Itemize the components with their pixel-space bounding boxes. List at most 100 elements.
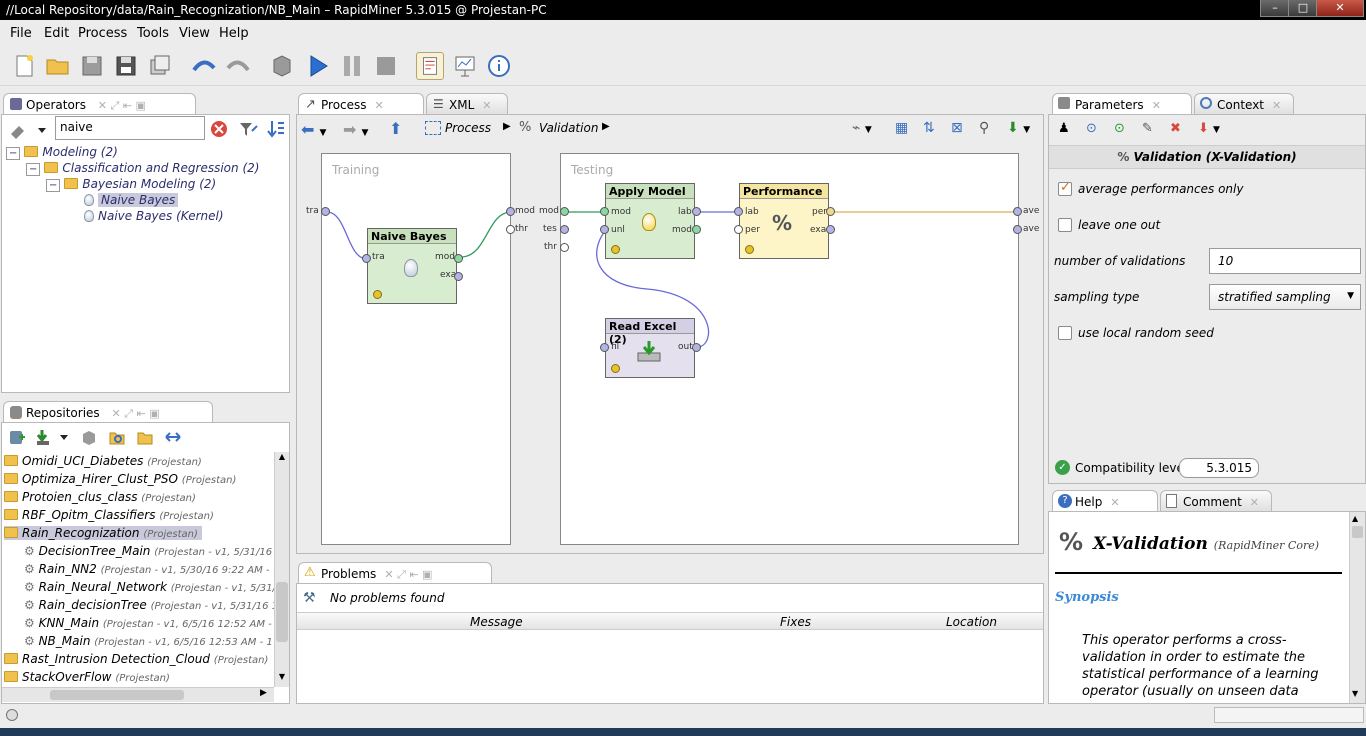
pause-icon[interactable]	[338, 52, 366, 80]
average-output-port[interactable]	[1013, 207, 1022, 216]
number-of-validations-input[interactable]: 10	[1209, 248, 1361, 274]
tab-repositories[interactable]: Repositories ✕ ⤢ ⇤ ▣	[3, 401, 213, 423]
close-icon[interactable]: ✕ ⤢ ⇤ ▣	[111, 407, 160, 420]
rename-icon[interactable]: ✎	[1142, 121, 1153, 136]
tab-parameters[interactable]: Parameters✕	[1052, 93, 1192, 115]
close-icon[interactable]: ✕	[374, 99, 384, 112]
redo-icon[interactable]	[224, 52, 252, 80]
scroll-thumb[interactable]	[1352, 526, 1363, 538]
sort-icon[interactable]	[266, 119, 286, 139]
breadcrumb-arrow-icon[interactable]: ▶	[602, 121, 610, 132]
save-icon[interactable]	[78, 52, 106, 80]
operator-apply-model[interactable]: Apply Model mod unl lab mod	[605, 183, 695, 259]
menu-file[interactable]: File	[10, 26, 32, 41]
tree-item-classification[interactable]: −Classification and Regression (2)	[26, 161, 259, 176]
repo-item[interactable]: Optimiza_Hirer_Clust_PSO (Projestan)	[4, 472, 236, 486]
training-model-port[interactable]	[506, 207, 515, 216]
scroll-up-icon[interactable]: ▲	[1352, 514, 1359, 523]
up-icon[interactable]: ⬆	[389, 119, 403, 138]
apply-lab-port[interactable]	[692, 207, 701, 216]
quick-fix-icon[interactable]: ⚒	[303, 590, 316, 606]
close-icon[interactable]: ✕	[1272, 99, 1282, 112]
tree-item-naive-bayes-kernel[interactable]: Naive Bayes (Kernel)	[84, 209, 224, 223]
repo-process-item[interactable]: ⚙ Rain_Neural_Network (Projestan - v1, 5…	[24, 580, 274, 594]
save-as-icon[interactable]	[112, 52, 140, 80]
average-performances-checkbox[interactable]: ✓	[1058, 180, 1072, 196]
tab-problems[interactable]: ⚠ Problems✕ ⤢ ⇤ ▣	[298, 562, 492, 584]
training-subprocess[interactable]: Training	[321, 153, 511, 545]
column-fixes[interactable]: Fixes	[780, 615, 811, 629]
tab-comment[interactable]: Comment✕	[1160, 490, 1272, 512]
link-editor-icon[interactable]	[164, 428, 182, 446]
scroll-thumb[interactable]	[50, 690, 184, 700]
store-icon[interactable]	[80, 428, 98, 446]
clear-search-icon[interactable]	[210, 120, 228, 138]
menu-edit[interactable]: Edit	[44, 26, 70, 41]
close-icon[interactable]: ✕	[1151, 99, 1161, 112]
leave-one-out-checkbox[interactable]	[1058, 218, 1072, 232]
help-scrollbar[interactable]: ▲ ▼	[1349, 512, 1365, 703]
fit-icon[interactable]: ⊠	[951, 120, 963, 136]
scroll-right-icon[interactable]: ▶	[260, 688, 267, 698]
operator-naive-bayes[interactable]: Naive Bayes tra mod exa	[367, 228, 457, 304]
repo-process-item[interactable]: ⚙ Rain_decisionTree (Projestan - v1, 5/3…	[24, 598, 274, 612]
nb-mod-port[interactable]	[454, 254, 463, 263]
add-breakpoint-icon[interactable]: ⬇ ▼	[1007, 120, 1031, 136]
grid-icon[interactable]: ▦	[895, 120, 909, 136]
nb-exa-port[interactable]	[454, 272, 463, 281]
close-button[interactable]: ✕	[1316, 0, 1364, 17]
process-icon[interactable]	[268, 52, 296, 80]
forward-icon[interactable]: ➡ ▼	[343, 120, 369, 139]
expert-mode-icon[interactable]: ♟	[1058, 121, 1070, 136]
close-icon[interactable]: ✕ ⤢ ⇤ ▣	[97, 99, 146, 112]
tree-item-naive-bayes[interactable]: Naive Bayes	[84, 193, 179, 207]
operator-group-icon[interactable]	[8, 120, 48, 140]
new-process-icon[interactable]	[10, 52, 38, 80]
repo-item-selected[interactable]: Rain_Recognization (Projestan)	[4, 526, 202, 540]
welcome-info-icon[interactable]	[485, 52, 513, 80]
excel-fil-port[interactable]	[600, 343, 609, 352]
tab-context[interactable]: Context✕	[1194, 93, 1294, 115]
undo-icon[interactable]	[190, 52, 218, 80]
back-icon[interactable]: ⬅ ▼	[301, 120, 327, 139]
repo-process-item[interactable]: ⚙ DecisionTree_Main (Projestan - v1, 5/3…	[24, 544, 274, 558]
tab-process[interactable]: ↗ Process✕	[298, 93, 424, 115]
use-local-random-seed-checkbox[interactable]	[1058, 326, 1072, 340]
scroll-up-icon[interactable]: ▲	[278, 452, 286, 461]
vertical-scrollbar[interactable]: ▲ ▼	[274, 452, 289, 687]
training-input-port[interactable]	[321, 207, 330, 216]
perf-per-out-port[interactable]	[826, 207, 835, 216]
repo-item[interactable]: Omidi_UCI_Diabetes (Projestan)	[4, 454, 202, 468]
add-repository-icon[interactable]	[8, 428, 26, 446]
repo-item[interactable]: Protoien_clus_class (Projestan)	[4, 490, 196, 504]
run-icon[interactable]	[304, 52, 332, 80]
repo-process-item[interactable]: ⚙ NB_Main (Projestan - v1, 6/5/16 12:53 …	[24, 634, 273, 648]
tab-help[interactable]: ? Help✕	[1052, 490, 1158, 512]
close-icon[interactable]: ✕ ⤢ ⇤ ▣	[384, 568, 433, 581]
perf-per-in-port[interactable]	[734, 225, 743, 234]
link-icon[interactable]: ⚲	[979, 120, 990, 136]
testing-set-port[interactable]	[560, 225, 569, 234]
repo-item[interactable]: RBF_Opitm_Classifiers (Projestan)	[4, 508, 214, 522]
compatibility-spinner[interactable]: 5.3.015	[1179, 458, 1259, 478]
close-icon[interactable]: ✕	[482, 99, 492, 112]
repo-process-item[interactable]: ⚙ KNN_Main (Projestan - v1, 6/5/16 12:52…	[24, 616, 274, 630]
filter-icon[interactable]	[238, 119, 258, 139]
repo-item[interactable]: StackOverFlow (Projestan)	[4, 670, 170, 684]
breadcrumb-validation[interactable]: Validation	[539, 121, 599, 135]
menu-tools[interactable]: Tools	[137, 26, 170, 41]
breadcrumb-process[interactable]: Process	[445, 121, 491, 135]
new-folder-icon[interactable]	[136, 428, 154, 446]
testing-model-port[interactable]	[560, 207, 569, 216]
tab-xml[interactable]: ☰ XML✕	[426, 93, 508, 115]
scroll-down-icon[interactable]: ▼	[1352, 689, 1359, 698]
excel-out-port[interactable]	[692, 343, 701, 352]
menu-process[interactable]: Process	[78, 26, 128, 41]
training-threshold-port[interactable]	[506, 225, 515, 234]
design-perspective-icon[interactable]	[416, 52, 444, 80]
close-icon[interactable]: ✕	[1249, 496, 1260, 509]
apply-unl-port[interactable]	[600, 225, 609, 234]
auto-wire-icon[interactable]: ⌁ ▼	[852, 120, 872, 136]
column-message[interactable]: Message	[470, 615, 523, 629]
tab-operators[interactable]: Operators ✕ ⤢ ⇤ ▣	[3, 93, 196, 115]
